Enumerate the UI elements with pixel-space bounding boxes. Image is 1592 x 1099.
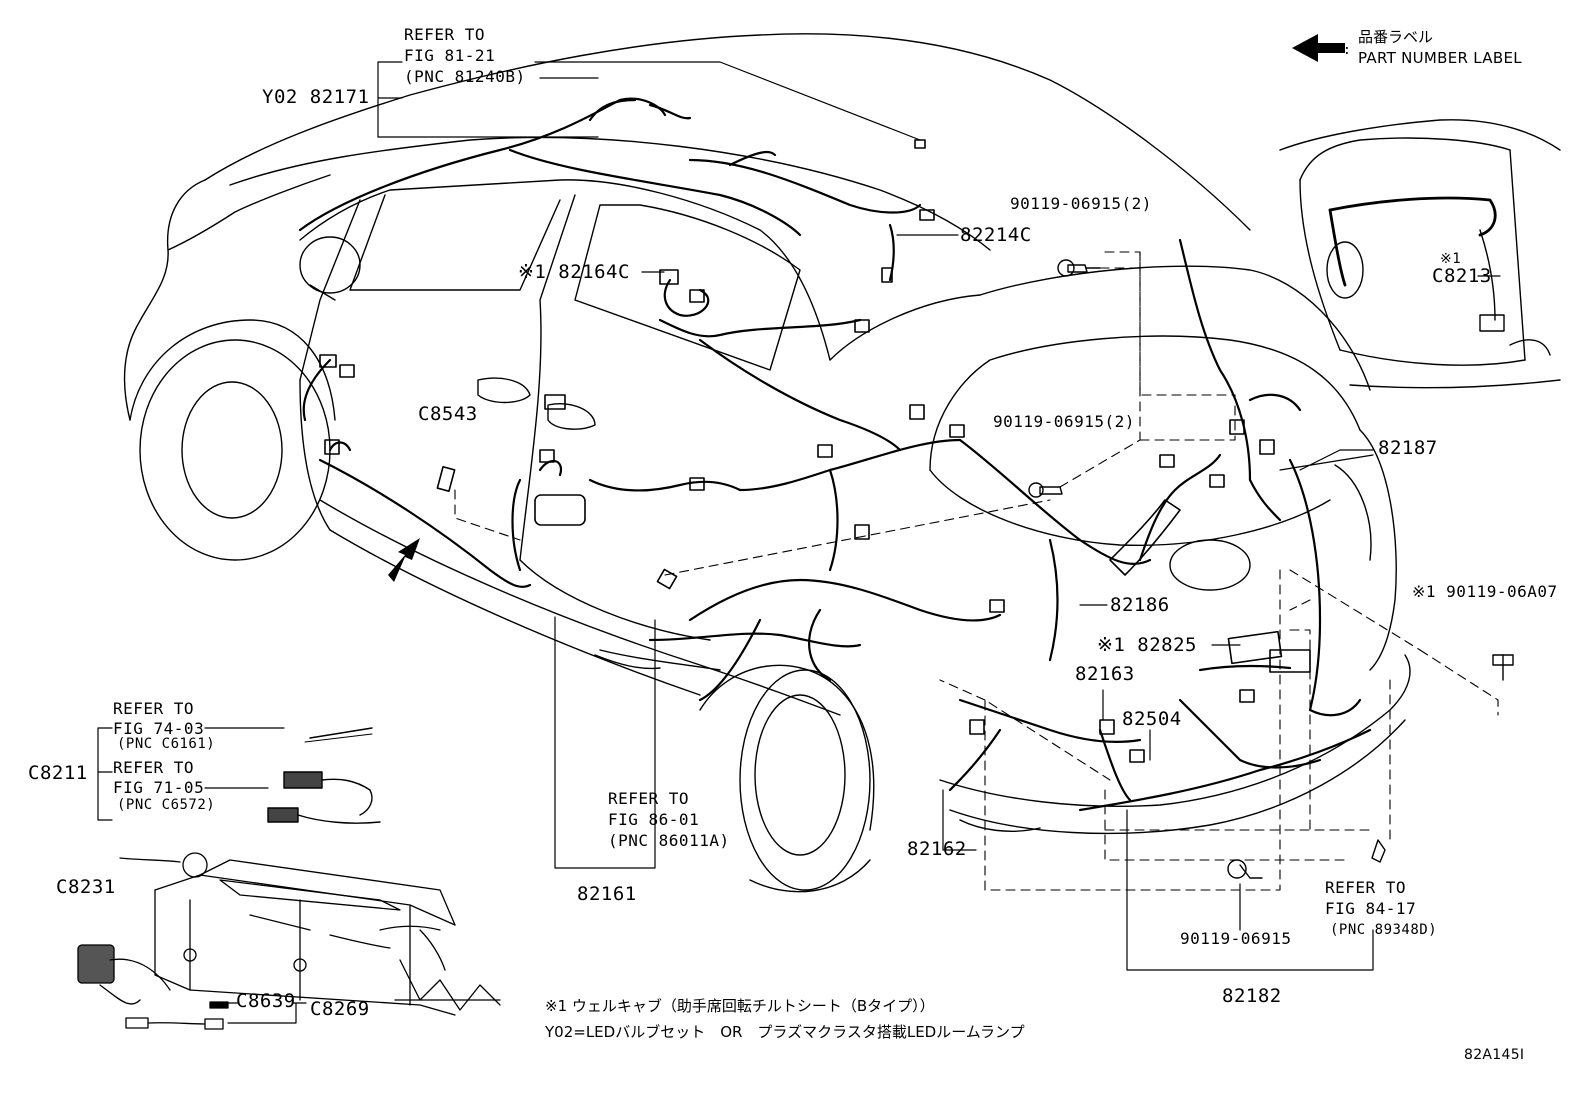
part-82171: Y02 82171 — [262, 86, 370, 108]
inset-references — [267, 727, 381, 824]
ref-84-17-line2: FIG 84-17 — [1325, 899, 1417, 918]
part-c8231: C8231 — [56, 876, 116, 898]
arrows — [388, 34, 1345, 582]
part-90119-06915: 90119-06915 — [1180, 929, 1292, 948]
ref-71-05-line2: FIG 71-05 — [113, 778, 205, 797]
ref-86-01-line2: FIG 86-01 — [608, 810, 700, 829]
footnote-1: ※1 ウェルキャブ（助手席回転チルトシート（Bタイプ）） — [545, 997, 935, 1015]
wire-harnesses — [298, 97, 1372, 812]
ref-84-17-line1: REFER TO — [1325, 878, 1407, 897]
ref-74-03-line1: REFER TO — [113, 699, 195, 718]
ref-74-03-line2: FIG 74-03 — [113, 719, 205, 738]
part-c8211: C8211 — [28, 762, 88, 784]
vehicle-body-outline — [123, 33, 1411, 893]
legend-english: PART NUMBER LABEL — [1358, 49, 1522, 67]
ref-86-01-line1: REFER TO — [608, 789, 690, 808]
part-82214c: 82214C — [960, 224, 1032, 246]
inset-seat-mechanism — [77, 852, 501, 1030]
ref-71-05-line1: REFER TO — [113, 758, 195, 777]
part-82182: 82182 — [1222, 985, 1282, 1007]
leader-lines — [97, 61, 1501, 1024]
part-c8639: C8639 — [236, 990, 296, 1012]
legend-separator: : — [1343, 43, 1352, 58]
ref-81-21-line2: FIG 81-21 — [404, 46, 496, 65]
inset-rear-hatch — [1279, 119, 1561, 389]
figure-id: 82A145I — [1464, 1047, 1525, 1063]
connectors — [319, 139, 1311, 763]
footnote-2: Y02=LEDバルブセット OR プラズマクラスタ搭載LEDルームランプ — [545, 1023, 1025, 1041]
part-82163: 82163 — [1075, 663, 1135, 685]
ref-71-05-line3: (PNC C6572) — [117, 797, 216, 813]
ref-74-03-line3: (PNC C6161) — [117, 736, 216, 752]
part-82162: 82162 — [907, 838, 967, 860]
part-82825: ※1 82825 — [1097, 634, 1197, 656]
ref-84-17-line3: (PNC 89348D) — [1330, 922, 1438, 938]
legend-japanese: 品番ラベル — [1358, 28, 1434, 46]
part-90119-06915-2-top: 90119-06915(2) — [1010, 194, 1152, 213]
ref-86-01-line3: (PNC 86011A) — [608, 831, 730, 850]
part-c8543: C8543 — [418, 403, 478, 425]
part-82164c: ※1 82164C — [518, 261, 630, 283]
ref-81-21-line1: REFER TO — [404, 25, 486, 44]
ref-81-21-line3: (PNC 81240B) — [404, 67, 526, 86]
part-82504: 82504 — [1122, 708, 1182, 730]
part-c8213: C8213 — [1432, 265, 1492, 287]
part-82187: 82187 — [1378, 437, 1438, 459]
part-90119-06915-2-mid: 90119-06915(2) — [993, 412, 1135, 431]
dashed-leaders — [454, 251, 1499, 891]
part-82161: 82161 — [577, 883, 637, 905]
part-c8213-mark: ※1 — [1440, 251, 1462, 267]
part-82186: 82186 — [1110, 594, 1170, 616]
part-c8269: C8269 — [310, 998, 370, 1020]
part-90119-06a07: ※1 90119-06A07 — [1412, 582, 1558, 601]
bolts — [1028, 259, 1514, 879]
